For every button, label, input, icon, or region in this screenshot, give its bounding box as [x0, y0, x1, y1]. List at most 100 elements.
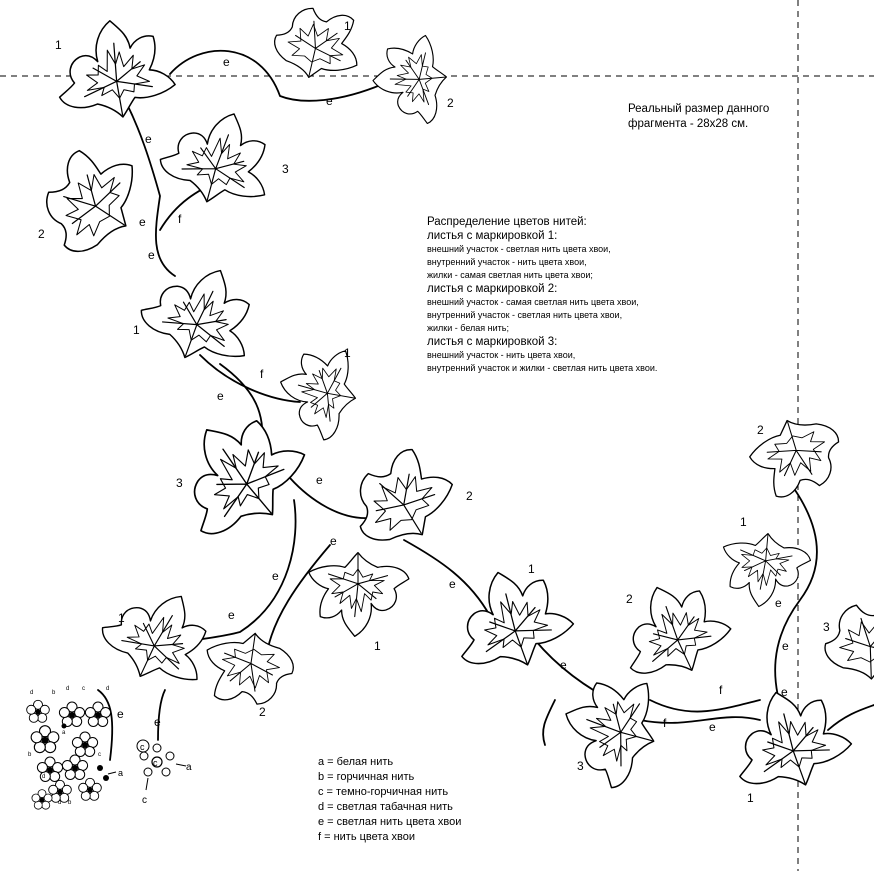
ivy-leaf — [47, 10, 180, 128]
stem-letter: f — [663, 716, 667, 730]
legend-item: e = светлая нить цвета хвои — [318, 816, 462, 828]
ivy-leaf — [820, 599, 874, 684]
stem-letter: f — [260, 367, 264, 381]
ivy-leaf — [741, 405, 852, 506]
stem — [649, 699, 761, 713]
flower-letter: b — [28, 752, 32, 758]
ivy-leaf — [268, 2, 366, 86]
stem — [157, 689, 166, 741]
group-line: внутренний участок - нить цвета хвои, — [427, 257, 587, 267]
ivy-leaf — [368, 33, 451, 129]
group-line: внешний участок - нить цвета хвои, — [427, 350, 576, 360]
flower-letter: b — [68, 800, 72, 806]
leaf-number: 1 — [528, 562, 535, 576]
flower-letter: c — [140, 742, 145, 752]
ivy-leaf — [130, 249, 270, 378]
stem-thread-labels: e e e e e f e f e e e e e e e e e f f e … — [117, 55, 789, 734]
leaf-number: 3 — [176, 476, 183, 490]
flower — [71, 731, 99, 757]
stem-letter: e — [145, 132, 152, 146]
stem — [265, 544, 331, 661]
stem-letter: f — [719, 683, 723, 697]
stem-letter: e — [775, 596, 782, 610]
group-line: внутренний участок и жилки - светлая нит… — [427, 363, 658, 373]
leaf-number: 2 — [447, 96, 454, 110]
legend-item: f = нить цвета хвои — [318, 831, 415, 843]
stem-letter: e — [272, 569, 279, 583]
stem — [403, 539, 491, 617]
leaf-number: 2 — [626, 592, 633, 606]
leaf-number: 1 — [55, 38, 62, 52]
flower-letter: b — [52, 690, 56, 696]
stem-letter: e — [139, 215, 146, 229]
leaf-number-labels: 1 1 2 2 3 1 1 3 2 1 1 2 2 1 2 3 3 1 1 — [38, 19, 830, 805]
group-heading: листья с маркировкой 2: — [427, 283, 558, 295]
flower — [58, 701, 86, 727]
flower-thread-labels: d d b c d a b c d b d a a c c c — [28, 686, 192, 806]
leaf-number: 2 — [757, 423, 764, 437]
flower-letter: d — [58, 800, 61, 806]
ivy-leaf — [28, 135, 155, 269]
stem-letter: e — [449, 577, 456, 591]
stem-letter: e — [781, 685, 788, 699]
leaf-number: 1 — [740, 515, 747, 529]
thread-distribution: Распределение цветов нитей: листья с мар… — [427, 215, 657, 375]
thread-legend: a = белая нить b = горчичная нить c = те… — [318, 755, 461, 845]
group-line: жилки - самая светлая нить цвета хвои; — [427, 270, 593, 280]
leaf-number: 3 — [577, 759, 584, 773]
group-line: внешний участок - самая светлая нить цве… — [427, 297, 639, 307]
stem — [827, 704, 874, 731]
stem — [97, 689, 114, 761]
flower — [31, 789, 53, 810]
stem — [289, 477, 371, 519]
flower-letter: d — [106, 686, 109, 692]
ivy-leaf — [716, 673, 860, 806]
stem — [125, 101, 176, 277]
stem — [639, 716, 761, 724]
stem-letter: e — [117, 707, 124, 721]
stem-letter: e — [326, 94, 333, 108]
stem-letter: f — [178, 212, 182, 226]
stem-letter: e — [228, 608, 235, 622]
group-line: внутренний участок - светлая нить цвета … — [427, 310, 623, 320]
flower-letter: d — [42, 774, 45, 780]
stem-letter: e — [560, 658, 567, 672]
leaf-number: 1 — [344, 19, 351, 33]
ivy-leaf — [308, 551, 410, 637]
distribution-title: Распределение цветов нитей: — [427, 216, 587, 228]
ivy-leaf — [603, 565, 741, 695]
flower-letter: c — [98, 752, 101, 758]
flower-letter: d — [30, 690, 33, 696]
stem-letter: e — [223, 55, 230, 69]
flower-letter: c — [153, 758, 158, 768]
stem — [199, 354, 301, 403]
leaf-number: 2 — [466, 489, 473, 503]
flower-letter: a — [186, 762, 192, 773]
stem-letter: e — [148, 248, 155, 262]
leaf-number: 3 — [823, 620, 830, 634]
ivy-leaf — [89, 571, 227, 700]
flower-letter: c — [142, 795, 147, 806]
stem-letter: e — [217, 389, 224, 403]
group-heading: листья с маркировкой 3: — [427, 336, 558, 348]
legend-item: d = светлая табачная нить — [318, 801, 453, 813]
flower-letter: c — [82, 686, 85, 692]
ivy-leaf — [152, 97, 284, 217]
flower — [61, 754, 89, 780]
leaf-number: 1 — [747, 791, 754, 805]
ivy-leaf — [549, 664, 669, 796]
legend-item: c = темно-горчичная нить — [318, 786, 449, 798]
flower-letter: d — [66, 686, 69, 692]
stem-letter: e — [154, 715, 161, 729]
flower-letter: a — [118, 768, 123, 778]
legend-item: b = горчичная нить — [318, 771, 415, 783]
flower — [84, 701, 112, 727]
stem-letter: e — [782, 639, 789, 653]
group-heading: листья с маркировкой 1: — [427, 230, 558, 242]
size-note-line: Реальный размер данного — [628, 103, 770, 115]
stem — [542, 699, 556, 746]
leaf-number: 3 — [282, 162, 289, 176]
ivy-leaf — [202, 628, 297, 708]
legend-item: a = белая нить — [318, 756, 394, 768]
